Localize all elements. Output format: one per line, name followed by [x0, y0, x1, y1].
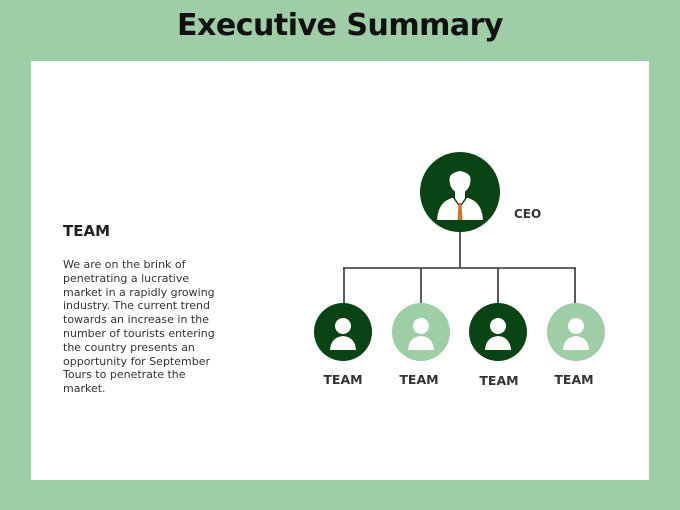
- person-icon: [408, 318, 434, 350]
- person-icon: [563, 318, 589, 350]
- team-label-3: TEAM: [479, 373, 518, 388]
- team-heading: TEAM: [63, 222, 111, 240]
- team-node-1: [314, 303, 372, 361]
- team-node-2: [392, 303, 450, 361]
- connector-lines: [343, 232, 576, 304]
- person-icon: [330, 318, 356, 350]
- team-node-3: [469, 303, 527, 361]
- ceo-label: CEO: [514, 207, 541, 221]
- team-label-4: TEAM: [554, 372, 593, 387]
- person-icon: [485, 318, 511, 350]
- team-label-2: TEAM: [399, 372, 438, 387]
- content-panel: [31, 61, 649, 480]
- page-title: Executive Summary: [177, 8, 503, 43]
- team-node-4: [547, 303, 605, 361]
- team-label-1: TEAM: [323, 372, 362, 387]
- team-description: We are on the brink of penetrating a luc…: [63, 258, 215, 396]
- ceo-node: [420, 152, 500, 232]
- businessman-icon: [437, 164, 483, 220]
